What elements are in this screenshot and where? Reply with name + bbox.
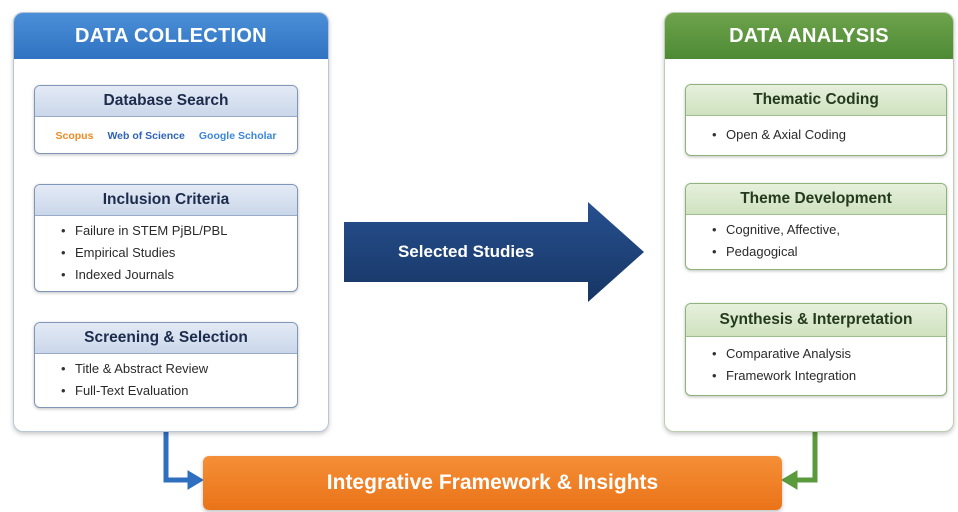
inclusion-criteria-box: Inclusion Criteria Failure in STEM PjBL/… [34,184,298,292]
arrow-elbow-to-result [163,408,190,483]
theme-development-list: Cognitive, Affective, Pedagogical [686,215,946,263]
thematic-coding-title: Thematic Coding [686,85,946,116]
source-scopus: Scopus [55,130,94,142]
database-sources: Scopus Web of Science Google Scholar [35,117,297,153]
theme-development-title: Theme Development [686,184,946,215]
screening-selection-list: Title & Abstract Review Full-Text Evalua… [35,354,297,402]
list-item: Framework Integration [708,365,946,387]
list-item: Full-Text Evaluation [57,380,297,402]
inclusion-criteria-list: Failure in STEM PjBL/PBL Empirical Studi… [35,216,297,286]
list-item: Empirical Studies [57,242,297,264]
database-search-box: Database Search Scopus Web of Science Go… [34,85,298,154]
data-analysis-title: DATA ANALYSIS [665,13,953,59]
source-web-of-science: Web of Science [107,130,185,142]
arrow-elbow-head [781,470,798,490]
screening-selection-title: Screening & Selection [35,323,297,354]
inclusion-criteria-title: Inclusion Criteria [35,185,297,216]
thematic-coding-list: Open & Axial Coding [686,116,946,146]
list-item: Pedagogical [708,241,946,263]
data-collection-title: DATA COLLECTION [14,13,328,59]
list-item: Indexed Journals [57,264,297,286]
source-google-scholar: Google Scholar [198,130,277,142]
list-item: Title & Abstract Review [57,358,297,380]
list-item: Comparative Analysis [708,343,946,365]
list-item: Failure in STEM PjBL/PBL [57,220,297,242]
selected-studies-arrow [344,202,644,302]
database-search-title: Database Search [35,86,297,117]
selected-studies-label: Selected Studies [397,242,535,261]
screening-selection-box: Screening & Selection Title & Abstract R… [34,322,298,408]
synthesis-interpretation-title: Synthesis & Interpretation [686,304,946,337]
thematic-coding-box: Thematic Coding Open & Axial Coding [685,84,947,156]
list-item: Cognitive, Affective, [708,219,946,241]
integrative-framework-result: Integrative Framework & Insights [203,456,782,510]
list-item: Open & Axial Coding [708,124,946,146]
arrow-elbow-head [187,470,204,490]
synthesis-interpretation-list: Comparative Analysis Framework Integrati… [686,337,946,387]
synthesis-interpretation-box: Synthesis & Interpretation Comparative A… [685,303,947,396]
theme-development-box: Theme Development Cognitive, Affective, … [685,183,947,270]
